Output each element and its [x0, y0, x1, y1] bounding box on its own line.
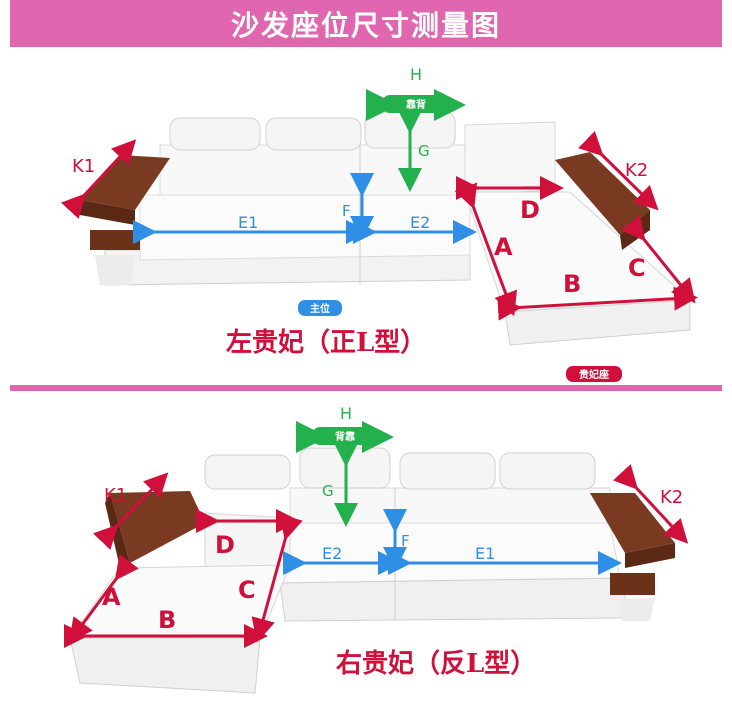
- label-a: A: [102, 583, 121, 611]
- measure-line-k2: [578, 131, 659, 211]
- label-h: H: [410, 65, 422, 84]
- measure-line-a: [68, 554, 139, 643]
- label-c: C: [238, 576, 256, 604]
- label-c: C: [628, 254, 646, 282]
- label-k1: K1: [104, 485, 127, 506]
- label-e1: E1: [475, 544, 495, 563]
- label-e1: E1: [238, 213, 258, 232]
- label-k1: K1: [72, 156, 95, 177]
- measure-line-k1: [61, 139, 137, 219]
- label-f: F: [401, 532, 410, 550]
- sofa-diagram-left-chaise: 靠背 H G F E1 E2 K1 K2 D A B C 主位 贵妃座: [61, 65, 698, 382]
- sofa-main: [104, 111, 471, 286]
- label-g: G: [418, 142, 430, 160]
- panel-divider: [10, 385, 722, 391]
- label-k2: K2: [660, 487, 683, 508]
- label-f: F: [342, 202, 351, 220]
- page-header: 沙发座位尺寸测量图: [10, 0, 722, 47]
- tag-chaise-seat: 贵妃座: [579, 368, 609, 381]
- sofa-diagram-right-chaise: 背靠 H G F E1 E2 K1 K2 D A B C: [64, 404, 689, 694]
- label-a: A: [494, 233, 513, 261]
- tag-main-seat: 主位: [310, 302, 330, 315]
- measure-line-c: [621, 215, 696, 304]
- tag-backrest: 背靠: [335, 430, 355, 443]
- label-e2: E2: [410, 213, 430, 232]
- label-h: H: [340, 404, 352, 423]
- caption-right-chaise: 右贵妃（反L型）: [336, 649, 537, 679]
- label-k2: K2: [625, 160, 648, 181]
- label-e2: E2: [322, 544, 342, 563]
- label-g: G: [322, 482, 334, 500]
- label-b: B: [563, 270, 581, 298]
- tag-backrest: 靠背: [406, 98, 426, 111]
- label-d: D: [520, 196, 540, 224]
- measure-line-c: [251, 514, 303, 643]
- measure-line-k1: [93, 472, 169, 550]
- measure-line-k2: [613, 464, 689, 544]
- caption-left-chaise: 左贵妃（正L型）: [226, 328, 427, 358]
- page-title: 沙发座位尺寸测量图: [230, 8, 501, 42]
- label-b: B: [158, 606, 176, 634]
- label-d: D: [215, 531, 235, 559]
